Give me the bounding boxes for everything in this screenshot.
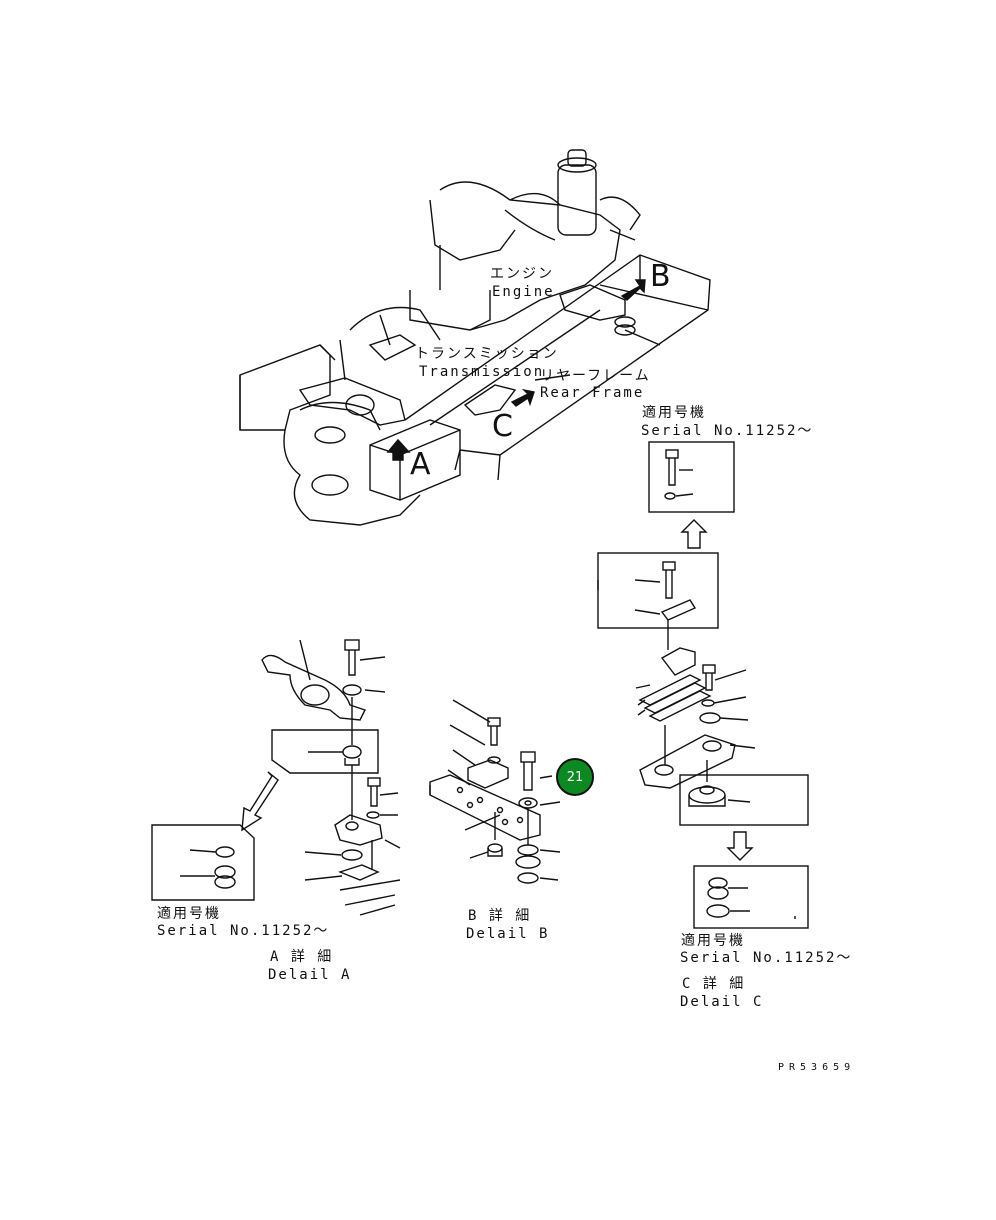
view-a-marker: A xyxy=(410,447,431,482)
transmission-label-en: Transmission xyxy=(419,364,545,380)
detail-a-serial-en: Serial No.11252～ xyxy=(157,923,330,939)
detail-a-serial-jp: 適用号機 xyxy=(157,906,221,922)
drawing-code: PR53659 xyxy=(778,1062,856,1073)
detail-c-top-serial-jp: 適用号機 xyxy=(642,405,706,421)
detail-c-top-serial-en: Serial No.11252～ xyxy=(641,423,814,439)
view-c-marker: C xyxy=(492,409,513,444)
detail-a-title-en: Delail A xyxy=(268,967,352,983)
view-arrows xyxy=(386,279,646,461)
arrow-b-icon xyxy=(620,279,646,301)
detail-c-bottom-serial-en: Serial No.11252～ xyxy=(680,950,853,966)
detail-b-title-jp: B 詳 細 xyxy=(468,908,532,924)
detail-c-title-en: Delail C xyxy=(680,994,764,1010)
detail-a-drawing xyxy=(151,639,401,916)
detail-b-drawing xyxy=(429,699,561,884)
detail-c-drawing xyxy=(597,441,809,929)
rear-frame-label-en: Rear Frame xyxy=(540,385,645,401)
rear-frame-label-jp: リヤーフレーム xyxy=(540,368,651,384)
arrow-c-icon xyxy=(510,388,535,407)
detail-b-title-en: Delail B xyxy=(466,926,550,942)
engine-label-en: Engine xyxy=(492,284,555,300)
detail-c-title-jp: C 詳 細 xyxy=(682,976,746,992)
arrow-a-icon xyxy=(386,438,411,461)
transmission-label-jp: トランスミッション xyxy=(415,346,559,362)
engine-label-jp: エンジン xyxy=(490,266,554,282)
detail-a-title-jp: A 詳 細 xyxy=(270,949,334,965)
detail-c-bottom-serial-jp: 適用号機 xyxy=(681,933,745,949)
main-assembly-drawing xyxy=(239,149,711,526)
view-b-marker: B xyxy=(650,259,671,294)
part-callout-badge[interactable]: 21 xyxy=(556,758,594,796)
